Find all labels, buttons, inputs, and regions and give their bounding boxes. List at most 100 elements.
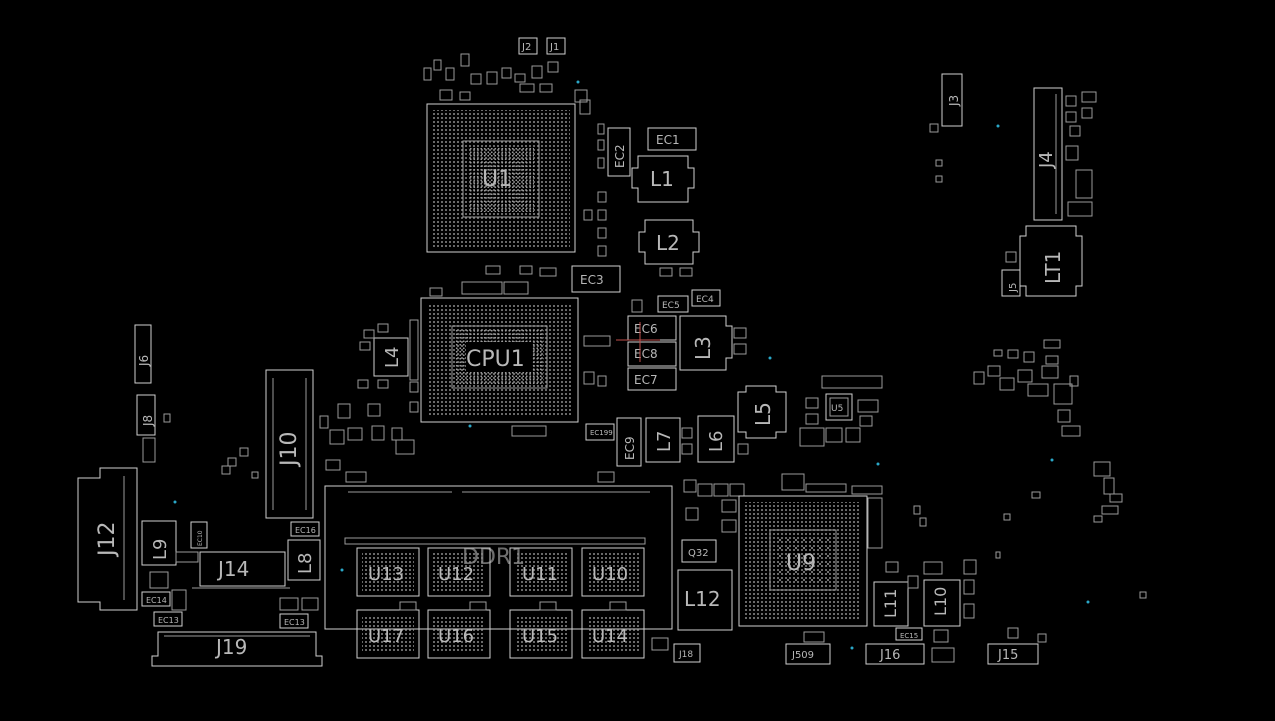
u14-chip: U14 bbox=[581, 609, 645, 659]
lt1-transformer: LT1 bbox=[1019, 225, 1083, 297]
l8-label: L8 bbox=[295, 553, 316, 574]
j3-label: J3 bbox=[947, 95, 961, 107]
j15-connector: J15 bbox=[987, 643, 1039, 665]
l9-inductor: L9 bbox=[141, 520, 177, 566]
j509-label: J509 bbox=[791, 650, 814, 661]
u15-chip: U15 bbox=[509, 609, 573, 659]
ec7-label: EC7 bbox=[634, 373, 658, 387]
ec199-capacitor: EC199 bbox=[585, 423, 615, 441]
j4-connector: J4 bbox=[1033, 87, 1063, 221]
j10-passives bbox=[221, 403, 415, 483]
j18-label: J18 bbox=[678, 650, 693, 660]
far-right-passives bbox=[913, 461, 1147, 599]
u12-chip: U12 bbox=[427, 547, 491, 597]
ec15-capacitor: EC15 bbox=[895, 627, 923, 641]
ec1-capacitor: EC1 bbox=[647, 127, 697, 151]
l3-label: L3 bbox=[691, 336, 715, 360]
l6-label: L6 bbox=[706, 431, 727, 452]
j5-connector: J5 bbox=[1001, 269, 1021, 297]
u11-chip: U11 bbox=[509, 547, 573, 597]
j4-passives bbox=[1065, 91, 1097, 217]
lt1-label: LT1 bbox=[1041, 251, 1065, 284]
j5-label: J5 bbox=[1008, 283, 1019, 293]
vias bbox=[173, 80, 1090, 650]
ec9-capacitor: EC9 bbox=[616, 417, 642, 467]
l4-passives bbox=[357, 319, 419, 413]
ec8-capacitor: EC8 bbox=[627, 341, 677, 367]
ec4-capacitor: EC4 bbox=[691, 289, 721, 307]
u12-label: U12 bbox=[438, 564, 474, 585]
ec13-capacitor-left: EC13 bbox=[153, 611, 183, 627]
l7-inductor: L7 bbox=[645, 417, 681, 463]
l7-label: L7 bbox=[654, 431, 675, 452]
ec5-capacitor: EC5 bbox=[657, 295, 689, 313]
u10-chip: U10 bbox=[581, 547, 645, 597]
u5-label: U5 bbox=[831, 404, 843, 414]
ec3-label: EC3 bbox=[580, 273, 604, 287]
mid-passives bbox=[597, 427, 883, 521]
u16-chip: U16 bbox=[427, 609, 491, 659]
l8-inductor: L8 bbox=[287, 539, 321, 581]
u11-label: U11 bbox=[522, 564, 558, 585]
u1-passives bbox=[423, 53, 591, 115]
q32-label: Q32 bbox=[688, 548, 709, 559]
l6-inductor: L6 bbox=[697, 415, 735, 463]
ec14-capacitor: EC14 bbox=[141, 591, 171, 607]
j19-label: J19 bbox=[214, 635, 247, 659]
ec10-label: EC10 bbox=[197, 530, 204, 546]
u17-chip: U17 bbox=[356, 609, 420, 659]
u17-label: U17 bbox=[368, 626, 404, 647]
j8-connector: J8 bbox=[136, 394, 156, 436]
u9-chip: U9 bbox=[738, 495, 868, 627]
j10-label: J10 bbox=[277, 432, 302, 468]
l2-label: L2 bbox=[656, 231, 680, 255]
ec13-capacitor-right: EC13 bbox=[279, 613, 309, 629]
ec16-capacitor: EC16 bbox=[290, 521, 320, 537]
l5-label: L5 bbox=[751, 402, 775, 426]
ec8-label: EC8 bbox=[634, 347, 658, 361]
j4-label: J4 bbox=[1036, 151, 1057, 169]
j2-label: J2 bbox=[521, 42, 531, 53]
cpu1-label: CPU1 bbox=[466, 347, 525, 372]
u1-label: U1 bbox=[482, 167, 512, 192]
u15-label: U15 bbox=[522, 626, 558, 647]
ec199-label: EC199 bbox=[590, 429, 613, 437]
ec2-capacitor: EC2 bbox=[607, 127, 631, 177]
j12-connector: J12 bbox=[77, 467, 138, 611]
j14-label: J14 bbox=[216, 557, 249, 581]
j3-connector: J3 bbox=[941, 73, 963, 127]
ec2-label: EC2 bbox=[613, 144, 627, 168]
j12-label: J12 bbox=[95, 522, 120, 558]
u1-side-passives bbox=[583, 123, 607, 257]
u1-chip: U1 bbox=[426, 103, 576, 253]
u9-right-passives bbox=[885, 559, 977, 643]
u16-label: U16 bbox=[438, 626, 474, 647]
j509-connector: J509 bbox=[785, 631, 831, 665]
ec16-label: EC16 bbox=[295, 526, 316, 535]
j16-connector: J16 bbox=[865, 643, 925, 665]
ec15-label: EC15 bbox=[900, 632, 918, 640]
l10-inductor: L10 bbox=[923, 579, 961, 627]
l11-inductor: L11 bbox=[873, 581, 909, 627]
q32-transistor: Q32 bbox=[681, 539, 717, 563]
l3-inductor: L3 bbox=[679, 315, 733, 371]
ec13-label-right: EC13 bbox=[284, 618, 305, 627]
u13-label: U13 bbox=[368, 564, 404, 585]
l12-label: L12 bbox=[684, 587, 721, 611]
u14-label: U14 bbox=[592, 626, 628, 647]
u13-chip: U13 bbox=[356, 547, 420, 597]
ec3-capacitor: EC3 bbox=[571, 265, 621, 293]
j19-connector: J19 bbox=[151, 631, 323, 667]
l5-inductor: L5 bbox=[737, 385, 787, 439]
u5-chip: U5 bbox=[825, 393, 853, 421]
l10-label: L10 bbox=[931, 587, 950, 616]
ec5-label: EC5 bbox=[662, 301, 680, 311]
j1-connector: J1 bbox=[546, 37, 566, 55]
l4-label: L4 bbox=[382, 347, 403, 368]
l4-inductor: L4 bbox=[373, 337, 409, 377]
u9-label: U9 bbox=[786, 551, 816, 576]
j1-label: J1 bbox=[549, 42, 559, 53]
l1-inductor: L1 bbox=[631, 155, 695, 203]
j6-label: J6 bbox=[137, 355, 151, 367]
